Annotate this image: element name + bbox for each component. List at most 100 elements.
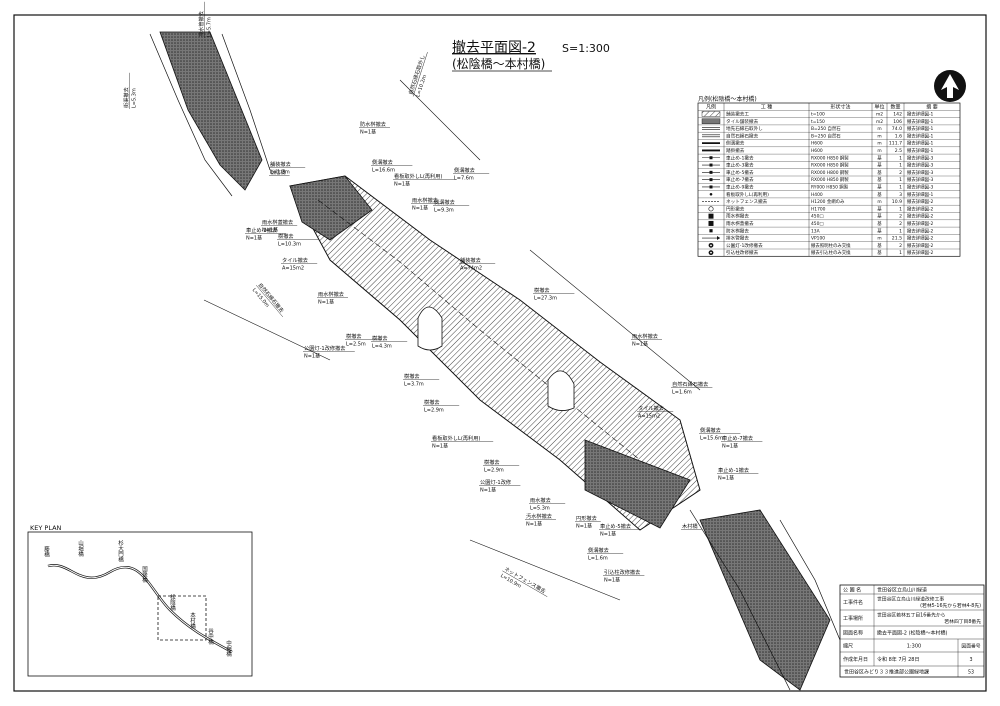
callout-label: 街渠撤去 bbox=[122, 87, 130, 108]
callout-label: 側溝撤去 bbox=[434, 198, 455, 206]
legend-item-name: ネットフェンス撤去 bbox=[726, 198, 768, 205]
legend-item-unit: m bbox=[877, 134, 881, 139]
legend-item-note: 撤去詳細図-1 bbox=[907, 132, 934, 139]
legend-item-unit: m2 bbox=[876, 112, 883, 118]
callout-label: 雨水桝撤去 bbox=[412, 196, 438, 204]
legend-item-qty: 1 bbox=[899, 177, 902, 183]
legend-symbol-icon bbox=[702, 185, 720, 189]
legend-item-unit: m bbox=[877, 127, 881, 132]
title-block-value-2: 若林四丁目8番先 bbox=[944, 618, 981, 625]
title-block-extra: 図面番号 bbox=[961, 643, 980, 650]
callout-label: 自然石縁石撤去 bbox=[672, 380, 708, 388]
legend-item-name: 公園灯-1改修撤去 bbox=[726, 242, 763, 249]
callout-label: 樹撤去 bbox=[372, 334, 388, 342]
callout-label: 雨水桝撤去 bbox=[318, 290, 344, 298]
legend-item-qty: 2 bbox=[899, 214, 902, 220]
legend-item-note: 撤去詳細図-2 bbox=[907, 235, 934, 242]
legend-item-unit: 基 bbox=[877, 154, 882, 161]
channel-body bbox=[289, 175, 701, 531]
legend-symbol-icon bbox=[708, 250, 714, 256]
legend-item-qty: 10.9 bbox=[892, 199, 902, 205]
legend-header: 単位 bbox=[874, 103, 884, 110]
legend-item-note: 撤去詳細図-3 bbox=[907, 169, 934, 176]
legend-header: 工 種 bbox=[761, 103, 773, 110]
callout-label: 防水桝撤去 bbox=[360, 120, 386, 128]
callout-value: A=74m2 bbox=[460, 266, 482, 272]
dimension-line-bottom bbox=[469, 539, 621, 601]
sheet-border bbox=[13, 14, 987, 692]
legend-item-spec: 450□ bbox=[811, 221, 824, 227]
dimension-line-left bbox=[203, 299, 331, 361]
key-plan-label: 松陰橋 bbox=[169, 593, 176, 612]
legend-item-qty: 142 bbox=[893, 112, 902, 118]
callout-value: A=15m2 bbox=[638, 414, 660, 420]
legend-header: 摘 要 bbox=[926, 103, 938, 110]
legend-symbol-icon bbox=[709, 192, 713, 196]
bridge-curve-1 bbox=[417, 306, 443, 351]
legend-item-spec: t=100 bbox=[811, 112, 825, 118]
drawing-title: 撤去平面図-2 bbox=[452, 40, 536, 56]
callout-label: 舗装撤去 bbox=[270, 160, 291, 168]
legend-symbol-icon bbox=[702, 178, 720, 182]
callout-value: N=1基 bbox=[480, 487, 496, 494]
callout-value: L=4.3m bbox=[372, 344, 392, 350]
legend-item-name: 車止め-1撤去 bbox=[726, 154, 754, 161]
legend-header: 凡例 bbox=[706, 103, 716, 110]
plan-drawing bbox=[149, 31, 841, 691]
callout-value: L=2.5m bbox=[346, 342, 366, 348]
legend-item-unit: m bbox=[877, 142, 881, 147]
legend-item-spec: H1700 bbox=[811, 206, 826, 212]
dimension-line-right bbox=[529, 249, 701, 391]
drawing-scale: S=1:300 bbox=[562, 42, 610, 55]
title-block-value: 撤去平面図-2 (松陰橋～本村橋) bbox=[877, 630, 948, 637]
bridge-curve-2 bbox=[547, 370, 575, 411]
key-plan-channel bbox=[47, 564, 233, 654]
callout-value: N=1基 bbox=[318, 299, 334, 306]
callout: 松陰橋 bbox=[269, 168, 290, 176]
legend-item-note: 撤去詳細図-1 bbox=[907, 118, 934, 125]
legend-item-qty: 3 bbox=[899, 192, 902, 198]
title-block-row: 工事場所世田谷区若林五丁目16番先から若林四丁目8番先 bbox=[840, 609, 984, 626]
legend-item-unit: m2 bbox=[876, 119, 883, 125]
callout-label: 側溝撤去 bbox=[454, 166, 475, 174]
legend-item-qty: 1 bbox=[899, 155, 902, 161]
legend-symbol-icon bbox=[702, 127, 720, 130]
callout-underline bbox=[412, 52, 428, 97]
legend-item-unit: m bbox=[877, 149, 881, 154]
legend-item-qty: 2 bbox=[899, 221, 902, 227]
legend-frame bbox=[697, 102, 961, 257]
legend-item-unit: 基 bbox=[877, 227, 882, 234]
callout-value: N=1基 bbox=[722, 443, 738, 450]
title-block-value: 世田谷区立烏山川緑道 bbox=[877, 587, 927, 594]
callout-label: 引込柱改修撤去 bbox=[604, 568, 640, 576]
legend-item-name: 引込柱改修撤去 bbox=[726, 249, 759, 256]
legend-item-qty: 1 bbox=[899, 228, 902, 234]
legend-item-note: 撤去詳細図-1 bbox=[907, 140, 934, 147]
legend-item-name: 雨水桝撤去 bbox=[726, 213, 749, 220]
legend-item-spec: H400 bbox=[811, 192, 823, 198]
lower-edge-line bbox=[689, 509, 791, 691]
callout-value: N=1基 bbox=[632, 341, 648, 348]
callout-label: 樹撤去 bbox=[346, 332, 362, 340]
callout-value: L=7.6m bbox=[454, 176, 474, 182]
